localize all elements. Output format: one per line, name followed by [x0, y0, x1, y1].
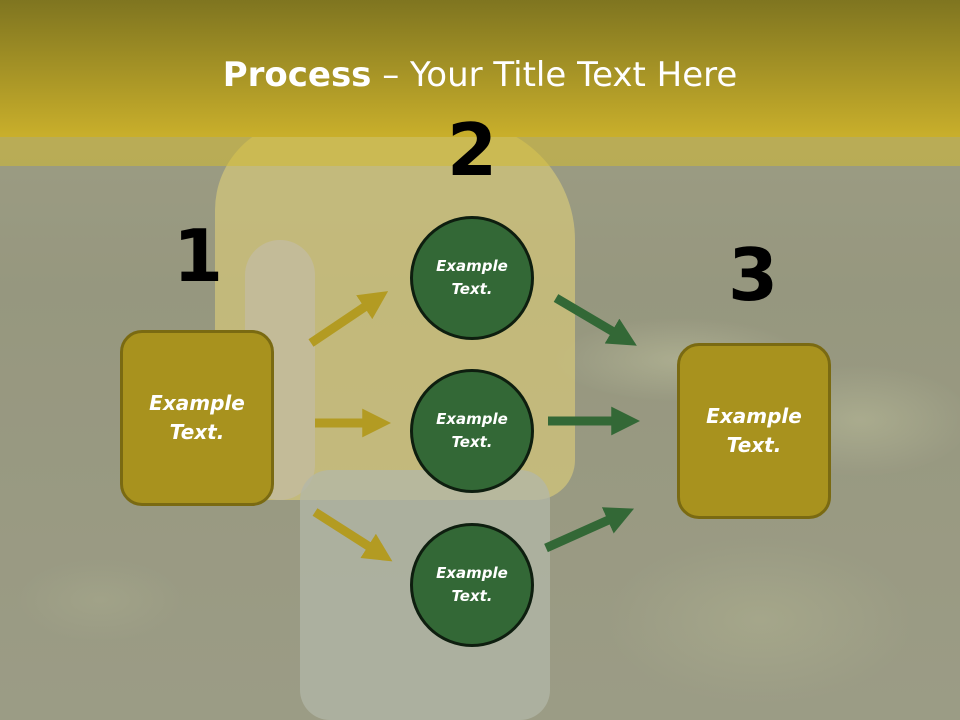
title-bar-fade [0, 137, 960, 166]
left-box-line2: Text. [169, 420, 225, 444]
right-box-line1: Example [706, 404, 802, 428]
circle-middle-line1: Example [436, 410, 508, 428]
arrow-left-to-bottom [312, 508, 393, 562]
circle-bottom-line1: Example [436, 564, 508, 582]
left-box: Example Text. [120, 330, 274, 506]
circle-middle-line2: Text. [451, 433, 493, 451]
circle-bottom-text: Example Text. [436, 562, 508, 608]
title-bar [0, 0, 960, 137]
left-box-line1: Example [149, 391, 245, 415]
step-number-1: 1 [172, 214, 224, 298]
right-box: Example Text. [677, 343, 831, 519]
arrow-left-to-top [308, 291, 389, 347]
title-rest: – Your Title Text Here [371, 55, 738, 95]
circle-bottom: Example Text. [410, 523, 534, 647]
left-box-text: Example Text. [149, 389, 245, 447]
circle-top-line1: Example [436, 257, 508, 275]
right-box-text: Example Text. [706, 402, 802, 460]
circle-top-line2: Text. [451, 280, 493, 298]
circle-middle: Example Text. [410, 369, 534, 493]
step-number-2: 2 [446, 108, 498, 192]
arrow-bottom-to-right [544, 507, 635, 553]
circle-top: Example Text. [410, 216, 534, 340]
circle-bottom-line2: Text. [451, 587, 493, 605]
arrow-top-to-right [553, 294, 637, 346]
circle-middle-text: Example Text. [436, 408, 508, 454]
right-box-line2: Text. [726, 433, 782, 457]
circle-top-text: Example Text. [436, 255, 508, 301]
step-number-3: 3 [727, 233, 779, 317]
slide-title: Process – Your Title Text Here [0, 50, 960, 100]
title-bold: Process [222, 55, 372, 95]
